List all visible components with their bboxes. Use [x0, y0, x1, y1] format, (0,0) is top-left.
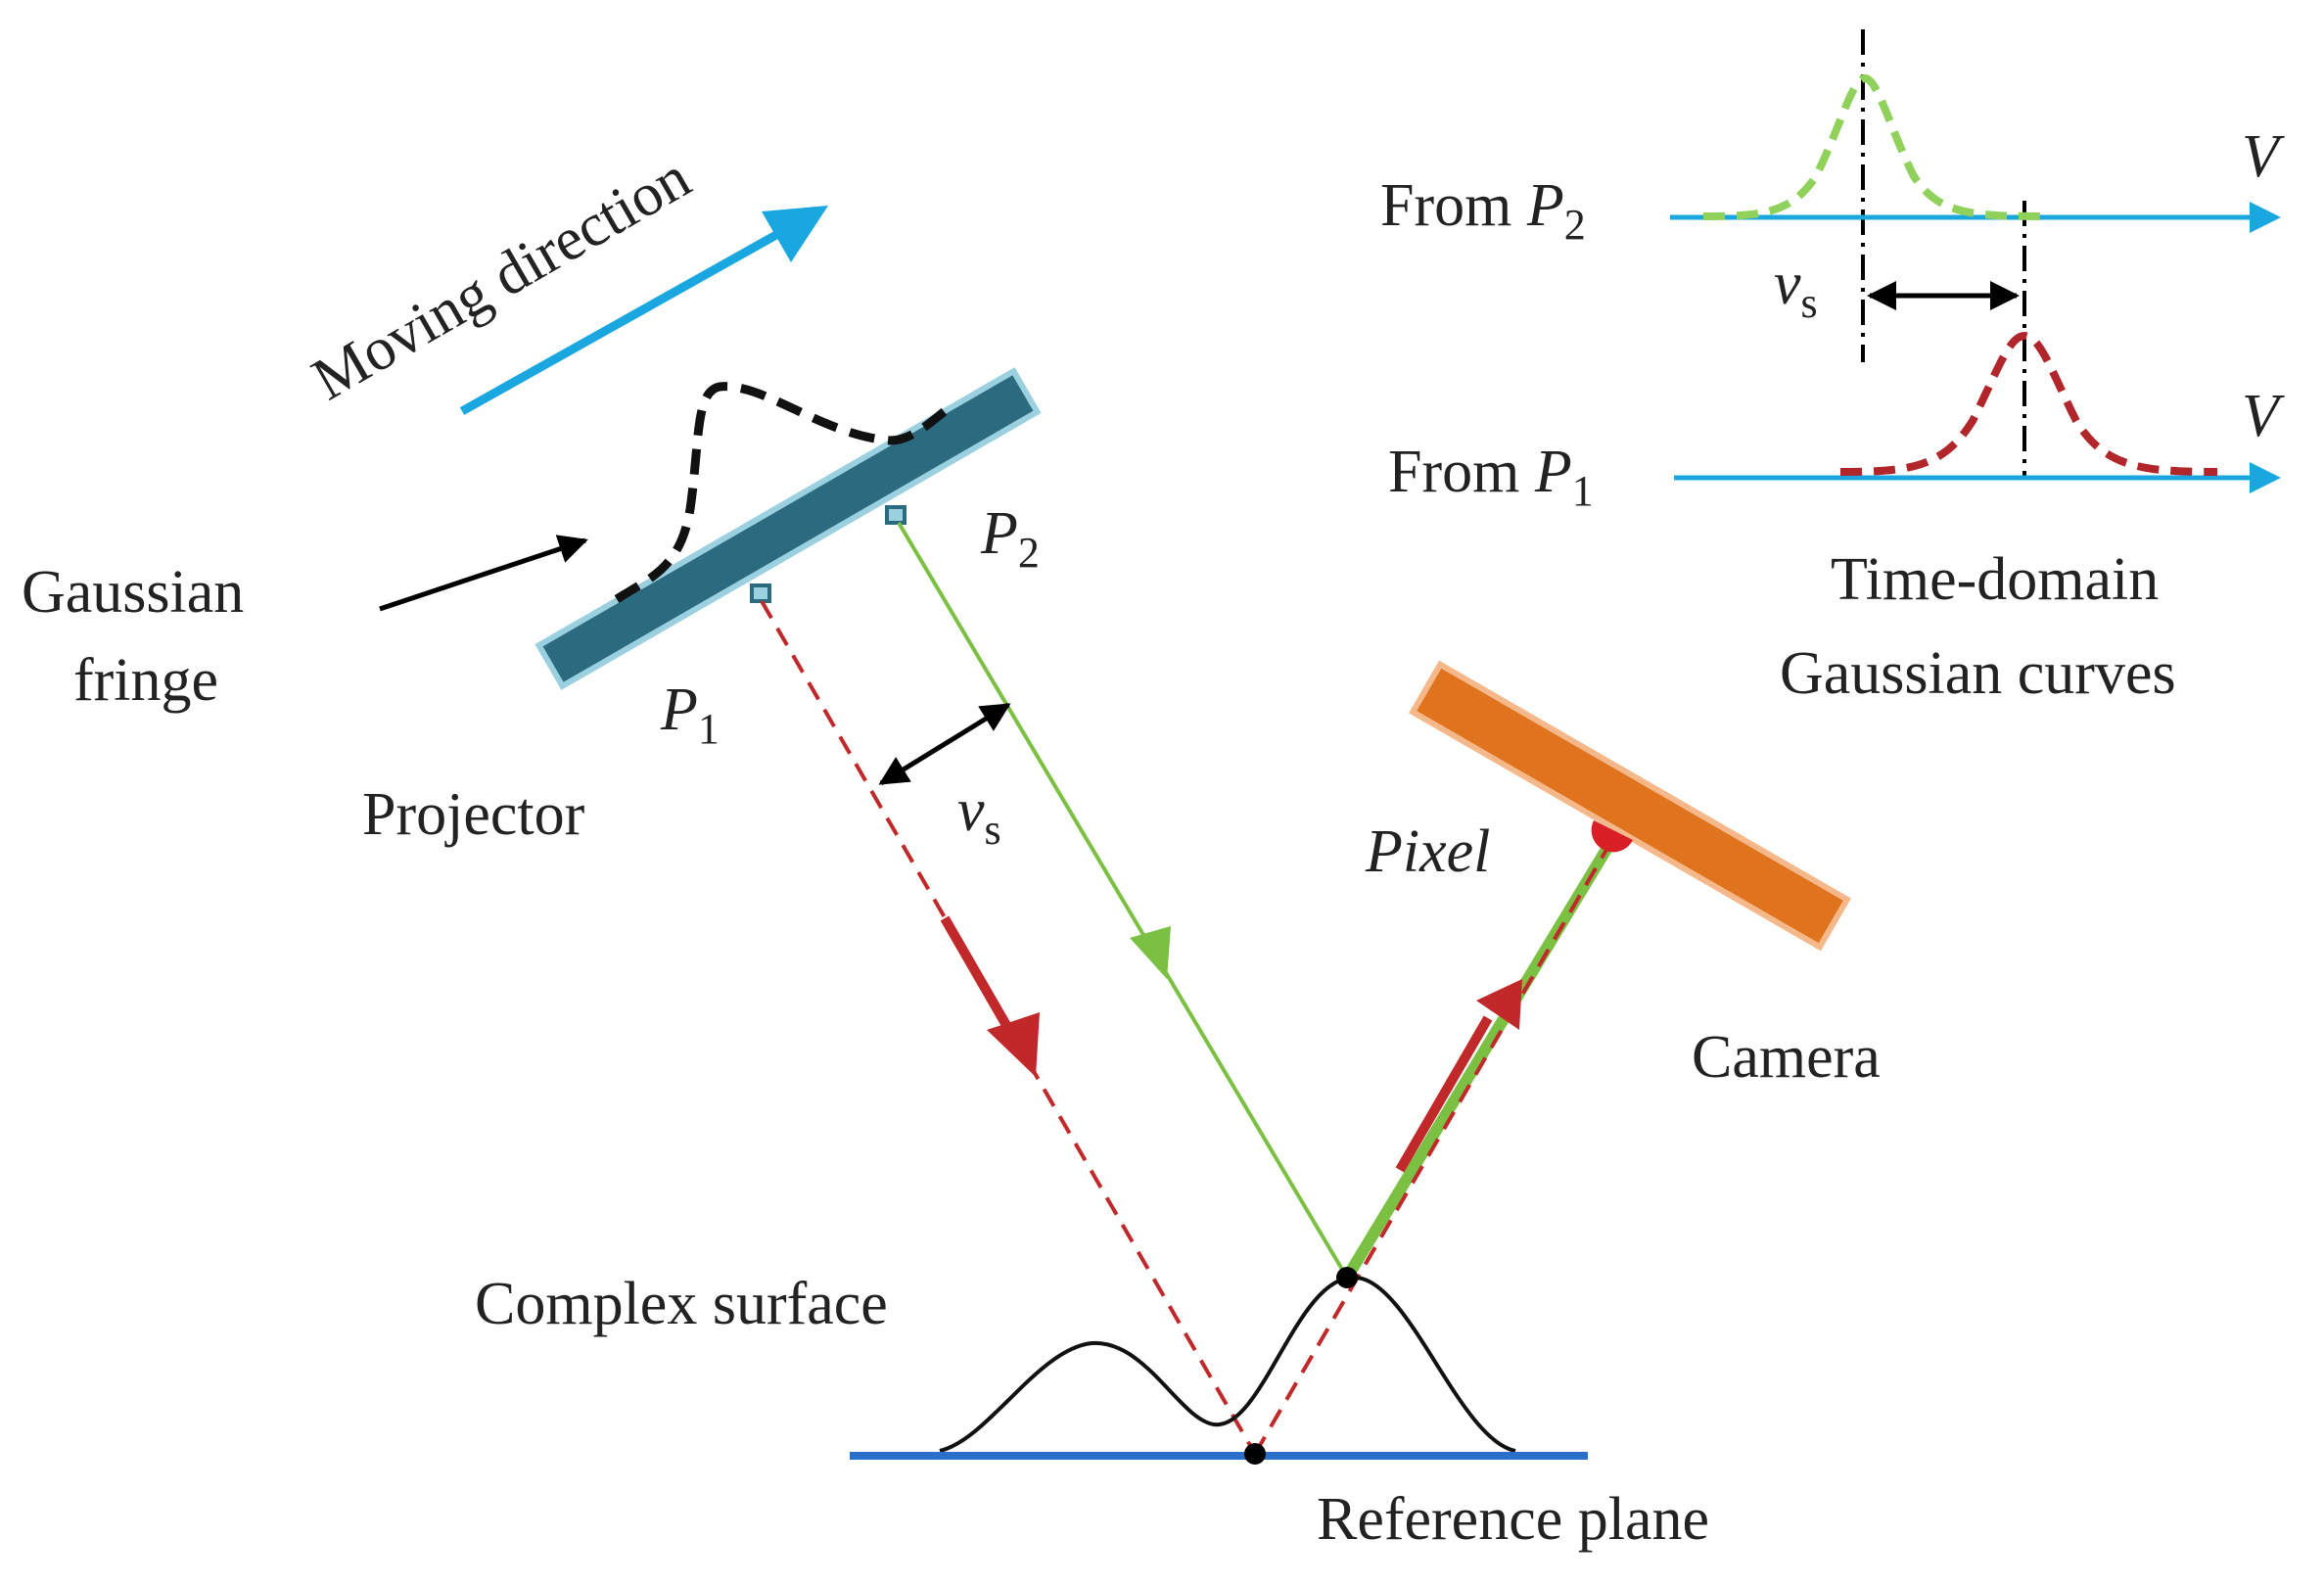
reflected-red-ray: [1253, 836, 1615, 1456]
p1-time-axis-arrowhead: [2250, 462, 2281, 493]
p1-gaussian-curve: [1839, 331, 2218, 476]
reference-plane-point: [1244, 1443, 1266, 1465]
p1-ray: [760, 599, 1257, 1456]
time-domain-label-1: Time-domain: [1831, 546, 2159, 613]
time-domain-inset: V From P2 vs V From P1 Time-domain Gauss…: [1380, 29, 2285, 707]
pixel-label: Pixel: [1365, 818, 1490, 885]
reflected-ray-arrowhead: [1476, 979, 1522, 1030]
v-axis-bottom-label: V: [2242, 383, 2285, 449]
reference-plane-label: Reference plane: [1317, 1486, 1709, 1553]
gaussian-fringe-label-2: fringe: [73, 647, 218, 714]
p2-label: P2: [980, 500, 1040, 577]
p1-label: P1: [660, 676, 720, 753]
surface-point: [1336, 1267, 1358, 1288]
camera: [1409, 660, 1851, 952]
moving-direction-arrow: [459, 206, 828, 415]
from-p1-label: From P1: [1388, 439, 1594, 515]
gaussian-fringe-curve: [614, 382, 948, 603]
complex-surface-label: Complex surface: [475, 1271, 888, 1337]
vs-label-main: vs: [957, 777, 1001, 854]
p2-emitter: [885, 505, 906, 525]
p1-ray-arrowhead: [987, 1012, 1040, 1077]
camera-pixel: [1591, 820, 1633, 853]
time-domain-label-2: Gaussian curves: [1780, 640, 2176, 707]
p2-gaussian-curve: [1702, 73, 2047, 220]
gaussian-fringe-label-1: Gaussian: [22, 559, 244, 626]
vs-label-inset: vs: [1774, 251, 1818, 327]
projector: [535, 367, 1042, 690]
gaussian-fringe-pointer: [379, 535, 588, 612]
complex-surface-curve: [939, 1275, 1516, 1453]
from-p2-label: From P2: [1380, 172, 1586, 249]
p2-ray: [897, 521, 1349, 1280]
reflected-ray-arrow-shaft: [1395, 1015, 1493, 1173]
p2-time-axis-arrowhead: [2250, 202, 2281, 233]
p2-ray-arrowhead: [1130, 926, 1171, 979]
camera-label: Camera: [1692, 1024, 1881, 1091]
vs-double-arrow: [878, 702, 1011, 786]
v-axis-top-label: V: [2242, 123, 2285, 190]
moving-direction-label: Moving direction: [302, 144, 701, 413]
projector-label: Projector: [362, 781, 585, 848]
p1-emitter: [750, 583, 771, 603]
